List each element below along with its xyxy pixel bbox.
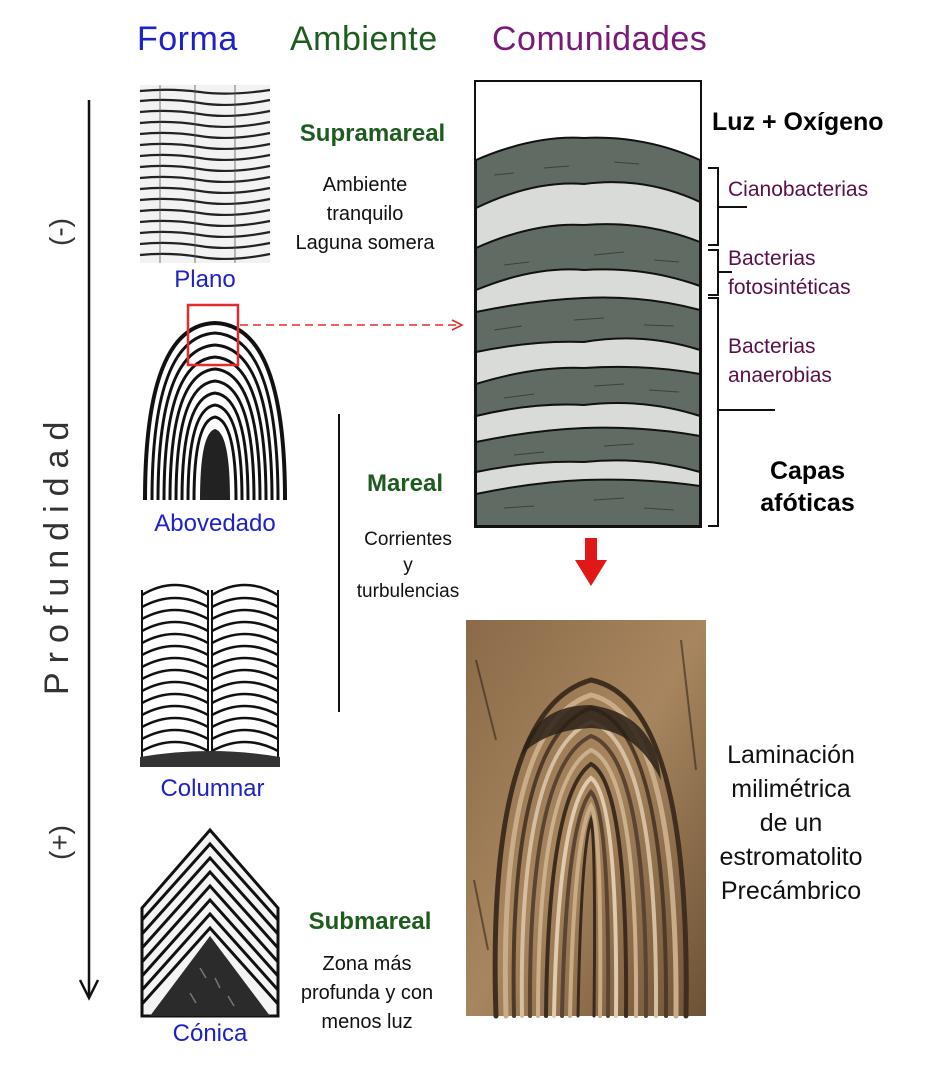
desc-line: Laguna somera	[295, 232, 435, 254]
photo-caption: Laminación milimétrica de un estromatoli…	[706, 738, 876, 908]
plano-stromatolite	[139, 85, 271, 263]
community-cianobacterias-label: Cianobacterias	[728, 178, 869, 201]
desc-line: Zona más	[322, 953, 412, 975]
caption-line: Precámbrico	[720, 877, 862, 905]
env-supramareal-title: Supramareal	[299, 120, 446, 147]
form-columnar-label: Columnar	[160, 775, 265, 802]
depth-arrow	[78, 100, 100, 1001]
header-forma: Forma	[137, 20, 238, 58]
community-afoticas-label: Capas afóticas	[740, 455, 875, 519]
desc-line: turbulencias	[356, 581, 460, 602]
header-ambiente: Ambiente	[290, 20, 438, 58]
desc-line: Corrientes	[364, 529, 452, 550]
caption-line: Laminación	[727, 741, 855, 769]
desc-line: tranquilo	[326, 203, 404, 225]
label-line: anaerobias	[728, 364, 832, 387]
lamination-cross-section	[474, 80, 702, 528]
conica-stromatolite	[140, 827, 280, 1018]
env-submareal-title: Submareal	[308, 908, 432, 935]
arrow-down-icon	[575, 538, 607, 586]
columnar-stromatolite	[140, 583, 280, 767]
desc-line: menos luz	[321, 1011, 413, 1033]
label-line: Bacterias	[728, 335, 816, 358]
desc-line: Ambiente	[322, 174, 408, 196]
caption-line: de un	[759, 809, 823, 837]
label-line: fotosintéticas	[728, 276, 851, 299]
desc-line: profunda y con	[300, 982, 434, 1004]
form-conica-label: Cónica	[172, 1020, 248, 1047]
community-anaerobias-label: Bacterias anaerobias	[728, 332, 832, 390]
form-plano-label: Plano	[174, 266, 236, 293]
form-abovedado-label: Abovedado	[154, 510, 276, 537]
header-comunidades: Comunidades	[492, 20, 708, 58]
label-line: Capas	[769, 457, 846, 485]
stromatolite-photo	[466, 620, 706, 1019]
community-fotosinteticas-label: Bacterias fotosintéticas	[728, 244, 851, 302]
caption-line: estromatolito	[719, 843, 863, 871]
community-top-label: Luz + Oxígeno	[712, 108, 884, 136]
label-line: afóticas	[760, 489, 855, 517]
abovedado-stromatolite	[143, 303, 287, 501]
label-line: Bacterias	[728, 247, 816, 270]
env-mareal-desc: Corrientes y turbulencias	[340, 527, 476, 605]
desc-line: y	[403, 555, 413, 576]
caption-line: milimétrica	[731, 775, 851, 803]
env-supramareal-desc: Ambiente tranquilo Laguna somera	[270, 171, 460, 258]
env-mareal-title: Mareal	[366, 470, 444, 497]
env-submareal-desc: Zona más profunda y con menos luz	[278, 950, 456, 1037]
